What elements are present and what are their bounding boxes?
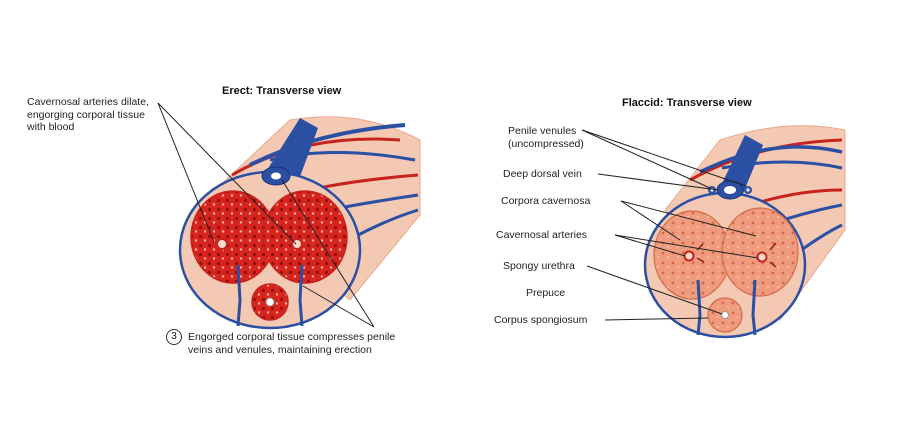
erect-title: Erect: Transverse view [222,85,342,97]
flaccid-panel: Flaccid: Transverse view Penile venules … [460,0,917,421]
label-corpus-spongiosum: Corpus spongiosum [494,314,588,326]
erect-panel: Erect: Transverse view Cavernosal arteri… [27,85,421,356]
label-spongy-urethra: Spongy urethra [503,260,575,272]
flaccid-cross-section-illustration [581,125,846,339]
flaccid-title: Flaccid: Transverse view [622,97,752,109]
label-cavernosal-arteries: Cavernosal arteries [496,229,588,241]
label-prepuce: Prepuce [526,287,566,299]
label-engorged-tissue-compresses: Engorged corporal tissue compresses peni… [188,331,396,356]
label-penile-venules: Penile venules (uncompressed) [508,125,584,150]
step-number-badge: 3 [166,329,182,345]
erect-cross-section-illustration [157,102,421,330]
label-deep-dorsal-vein: Deep dorsal vein [503,168,582,180]
label-corpora-cavernosa: Corpora cavernosa [501,195,591,207]
label-cavernosal-arteries-dilate: Cavernosal arteries dilate, engorging co… [27,96,149,133]
